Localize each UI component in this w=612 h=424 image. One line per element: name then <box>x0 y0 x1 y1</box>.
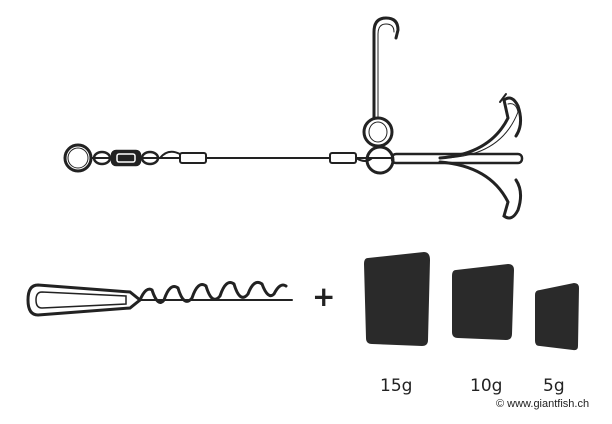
weight-5g <box>535 283 579 351</box>
plus-sign: + <box>312 280 336 313</box>
weight-label-10g: 10g <box>470 376 503 396</box>
copyright-text: © www.giantfish.ch <box>496 398 590 410</box>
weight-10g <box>452 264 514 340</box>
single-hook-icon <box>362 16 400 148</box>
swivel-icon <box>92 149 160 167</box>
crimp-sleeve-icon <box>179 152 207 164</box>
screw-clip-icon <box>26 280 293 317</box>
weight-label-5g: 5g <box>543 376 565 396</box>
split-ring-icon <box>63 143 93 173</box>
crimp-sleeve-icon <box>329 152 357 164</box>
weight-label-15g: 15g <box>380 376 413 396</box>
treble-hook-icon <box>390 93 524 220</box>
weight-15g <box>364 252 430 346</box>
